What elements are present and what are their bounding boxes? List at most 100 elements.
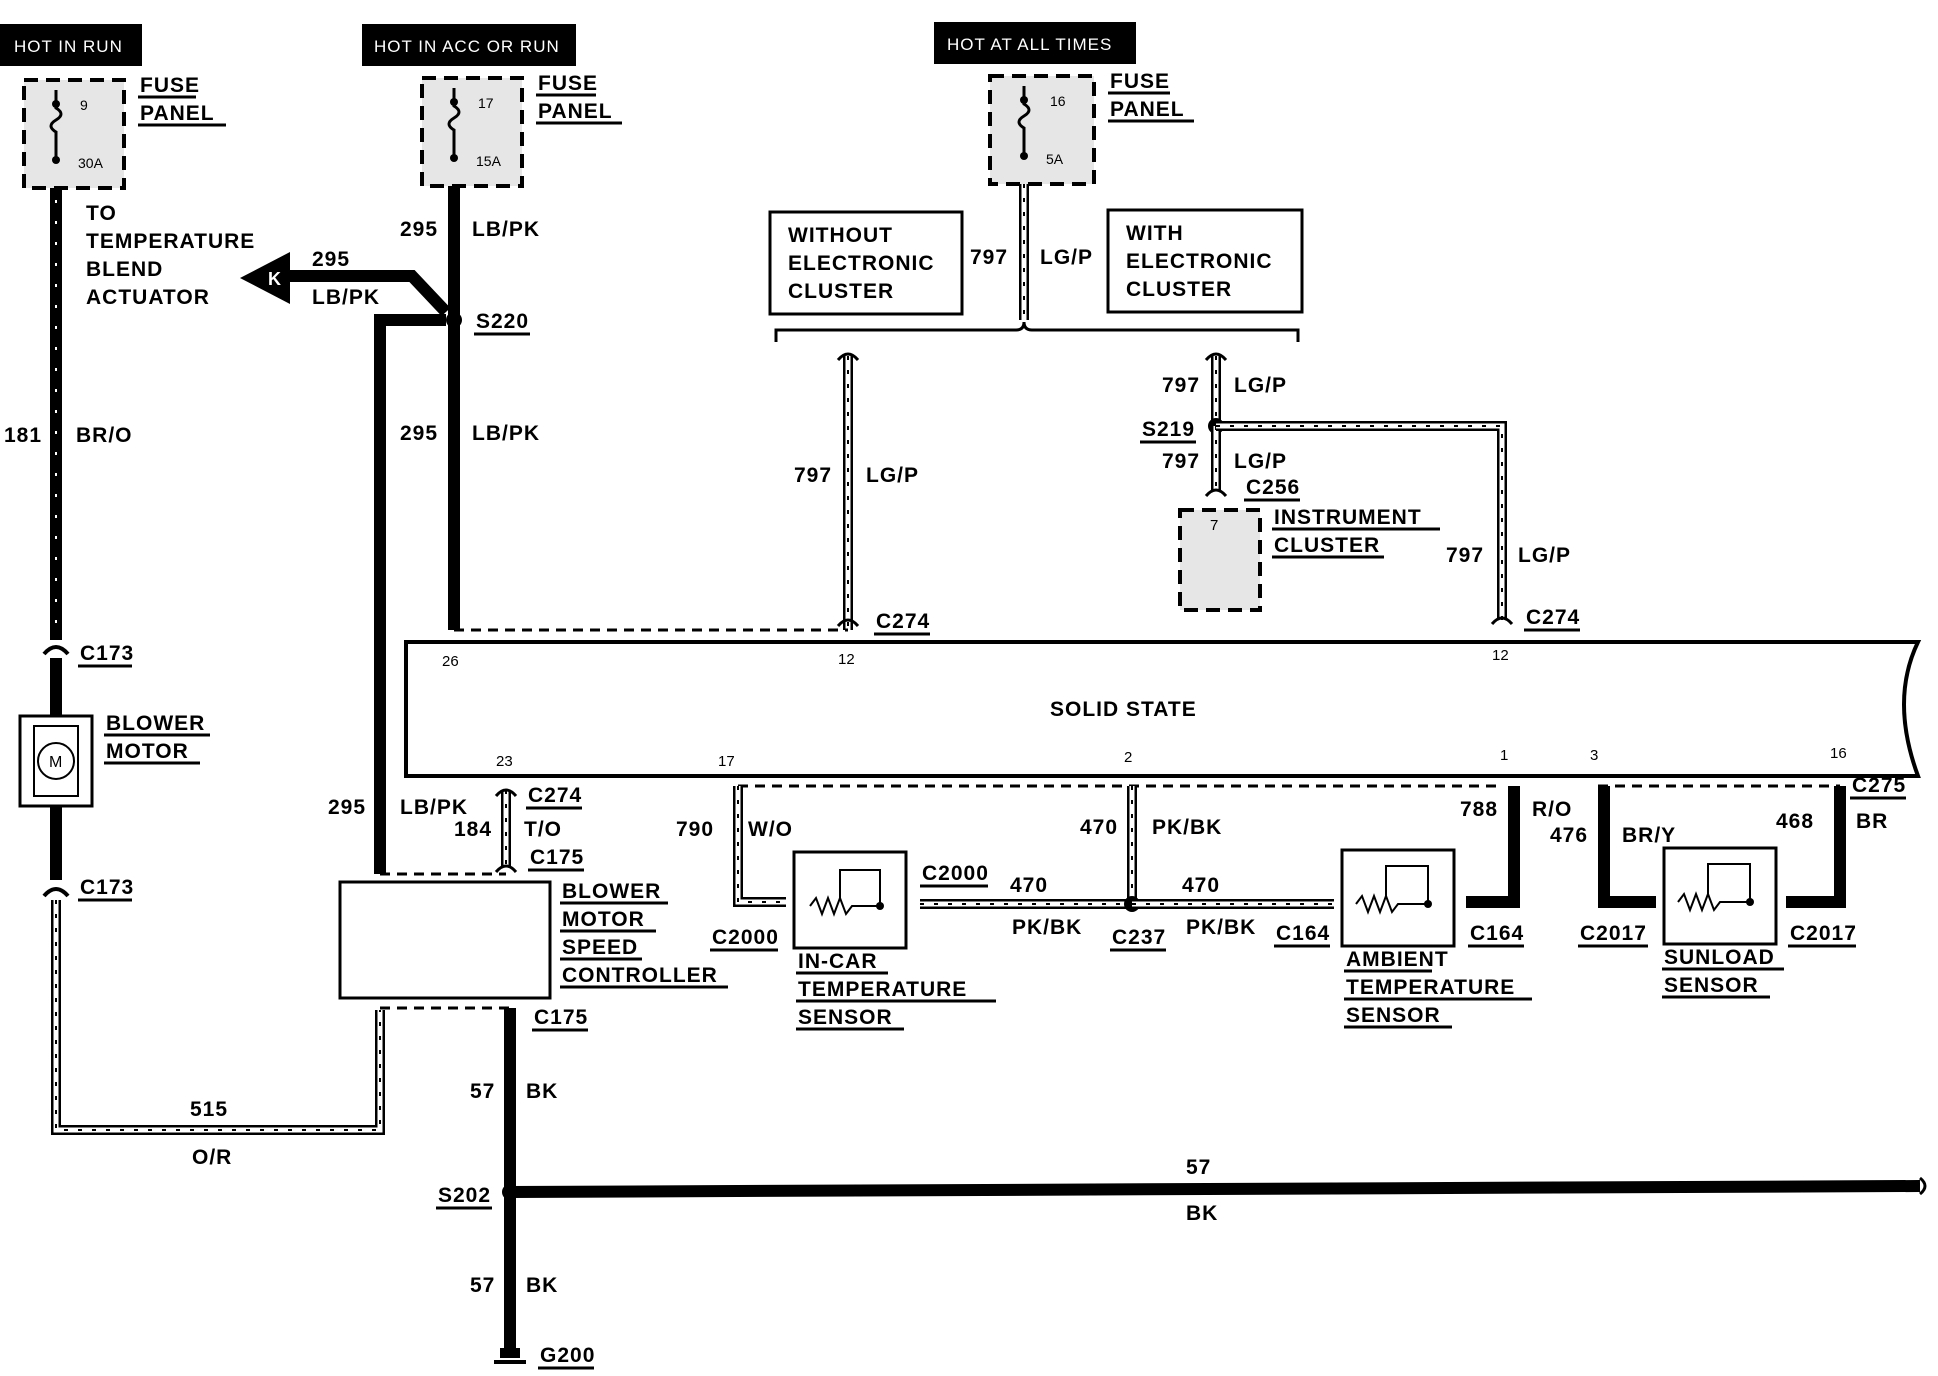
wire-797-to-cluster: 797 LG/P <box>1162 426 1286 498</box>
wire-57-controller: 57 BK <box>470 1008 558 1192</box>
wire-number: 797 <box>1162 374 1200 397</box>
splice-label: S219 <box>1142 418 1195 441</box>
splice-label: C237 <box>1112 926 1166 949</box>
wire-color: BK <box>526 1274 558 1297</box>
component-label: SPEED <box>562 936 638 959</box>
ambient-temperature-sensor: AMBIENT TEMPERATURE SENSOR <box>1340 848 1532 1029</box>
wire-57-ground: 57 BK <box>470 1192 558 1350</box>
wire-295-to-module: 295 LB/PK <box>400 320 539 630</box>
option-label: CLUSTER <box>788 280 894 303</box>
wire-476: 476 BR/Y C2017 <box>1550 786 1676 948</box>
wire-color: BR/O <box>76 424 133 447</box>
wire-color: LB/PK <box>312 286 380 309</box>
instrument-cluster: 7 INSTRUMENT CLUSTER <box>1178 506 1440 612</box>
wire-number: 797 <box>794 464 832 487</box>
wire-color: BR/Y <box>1622 824 1676 847</box>
wire-number: 184 <box>454 818 492 841</box>
wire-color: BK <box>526 1080 558 1103</box>
fuse-rating: 5A <box>1046 151 1064 167</box>
ground-g200: G200 <box>494 1344 595 1370</box>
wire-number: 181 <box>4 424 42 447</box>
connector-label: C175 <box>534 1006 588 1029</box>
component-label: MOTOR <box>562 908 645 931</box>
connector-label: C274 <box>876 610 930 633</box>
pin-label: 1 <box>1500 747 1508 764</box>
component-label: INSTRUMENT <box>1274 506 1422 529</box>
motor-symbol: M <box>49 754 62 771</box>
wire-number: 295 <box>312 248 350 271</box>
wire-797-from-fuse: 797 LG/P <box>970 184 1093 320</box>
connector-label: C256 <box>1246 476 1300 499</box>
wire-790: 790 W/O C2000 <box>676 786 793 952</box>
header-text: HOT AT ALL TIMES <box>947 35 1112 54</box>
pin-label: 23 <box>496 753 513 770</box>
wire-color: BR <box>1856 810 1888 833</box>
pin-label: 3 <box>1590 747 1598 764</box>
header-hot-in-run: HOT IN RUN <box>0 24 142 66</box>
pin-label: 2 <box>1124 749 1132 766</box>
wire-number: 57 <box>470 1274 495 1297</box>
wire-color: PK/BK <box>1152 816 1222 839</box>
component-label: IN-CAR <box>798 950 878 973</box>
component-label: SENSOR <box>1346 1004 1441 1027</box>
connector-label: C275 <box>1852 774 1906 797</box>
fuse-number: 16 <box>1050 93 1066 109</box>
option-label: WITHOUT <box>788 224 893 247</box>
connector-c274-pin12-left: C274 <box>874 610 930 636</box>
wire-color: LB/PK <box>400 796 468 819</box>
wire-788: 788 R/O C164 <box>1460 786 1572 948</box>
blower-motor: M BLOWER MOTOR <box>18 712 210 808</box>
pin-label: 7 <box>1210 517 1218 534</box>
component-label: SUNLOAD <box>1664 946 1775 969</box>
option-label: WITH <box>1126 222 1184 245</box>
connector-label: C2000 <box>922 862 989 885</box>
wire-color: LG/P <box>1040 246 1093 269</box>
temperature-blend-actuator-link: TO TEMPERATURE BLEND ACTUATOR K 295 LB/P… <box>86 202 451 317</box>
wire-number: 476 <box>1550 824 1588 847</box>
wire-number: 295 <box>400 422 438 445</box>
wire-number: 295 <box>328 796 366 819</box>
component-label: CONTROLLER <box>562 964 718 987</box>
wire-number: 470 <box>1182 874 1220 897</box>
header-hot-at-all-times: HOT AT ALL TIMES <box>934 22 1136 64</box>
in-car-temperature-sensor: IN-CAR TEMPERATURE SENSOR <box>792 850 996 1031</box>
connector-c256: C256 <box>1244 476 1300 502</box>
wire-number: 797 <box>1162 450 1200 473</box>
wire-color: R/O <box>1532 798 1572 821</box>
option-label: CLUSTER <box>1126 278 1232 301</box>
wire-color: W/O <box>748 818 793 841</box>
connector-label: C173 <box>80 642 134 665</box>
pin-label: 26 <box>442 653 459 670</box>
component-label: TEMPERATURE <box>798 978 967 1001</box>
splice-label: S220 <box>476 310 529 333</box>
connector-label: C175 <box>530 846 584 869</box>
wire-181: 181 BR/O <box>4 188 133 640</box>
wire-color: LG/P <box>1234 374 1287 397</box>
wire-color: LG/P <box>866 464 919 487</box>
wire-number: 57 <box>470 1080 495 1103</box>
fuse-number: 9 <box>80 97 88 113</box>
wire-color: LG/P <box>1518 544 1571 567</box>
wire-number: 790 <box>676 818 714 841</box>
connector-label: C2000 <box>712 926 779 949</box>
module-label: SOLID STATE <box>1050 698 1197 721</box>
wire-470-c2000: C2000 470 PK/BK <box>920 862 1132 939</box>
wire-295-from-fuse: 295 LB/PK <box>400 186 539 320</box>
wire-number: 470 <box>1080 816 1118 839</box>
header-text: HOT IN ACC OR RUN <box>374 37 560 56</box>
component-label: AMBIENT <box>1346 948 1449 971</box>
component-label: MOTOR <box>106 740 189 763</box>
fuse-rating: 30A <box>78 155 104 171</box>
wire-number: 468 <box>1776 810 1814 833</box>
connector-c274-pin12-right: C274 <box>1524 606 1580 632</box>
ground-label: G200 <box>540 1344 595 1367</box>
wire-color: T/O <box>524 818 562 841</box>
wire-color: PK/BK <box>1186 916 1256 939</box>
option-with-electronic-cluster: WITH ELECTRONIC CLUSTER <box>1106 208 1304 314</box>
wire-number: 295 <box>400 218 438 241</box>
wire-184: 184 T/O C274 C175 <box>454 784 584 874</box>
connector-k-arrow <box>240 252 290 304</box>
wire-515: 515 O/R <box>51 900 385 1169</box>
connector-label: C274 <box>1526 606 1580 629</box>
wire-number: 515 <box>190 1098 228 1121</box>
